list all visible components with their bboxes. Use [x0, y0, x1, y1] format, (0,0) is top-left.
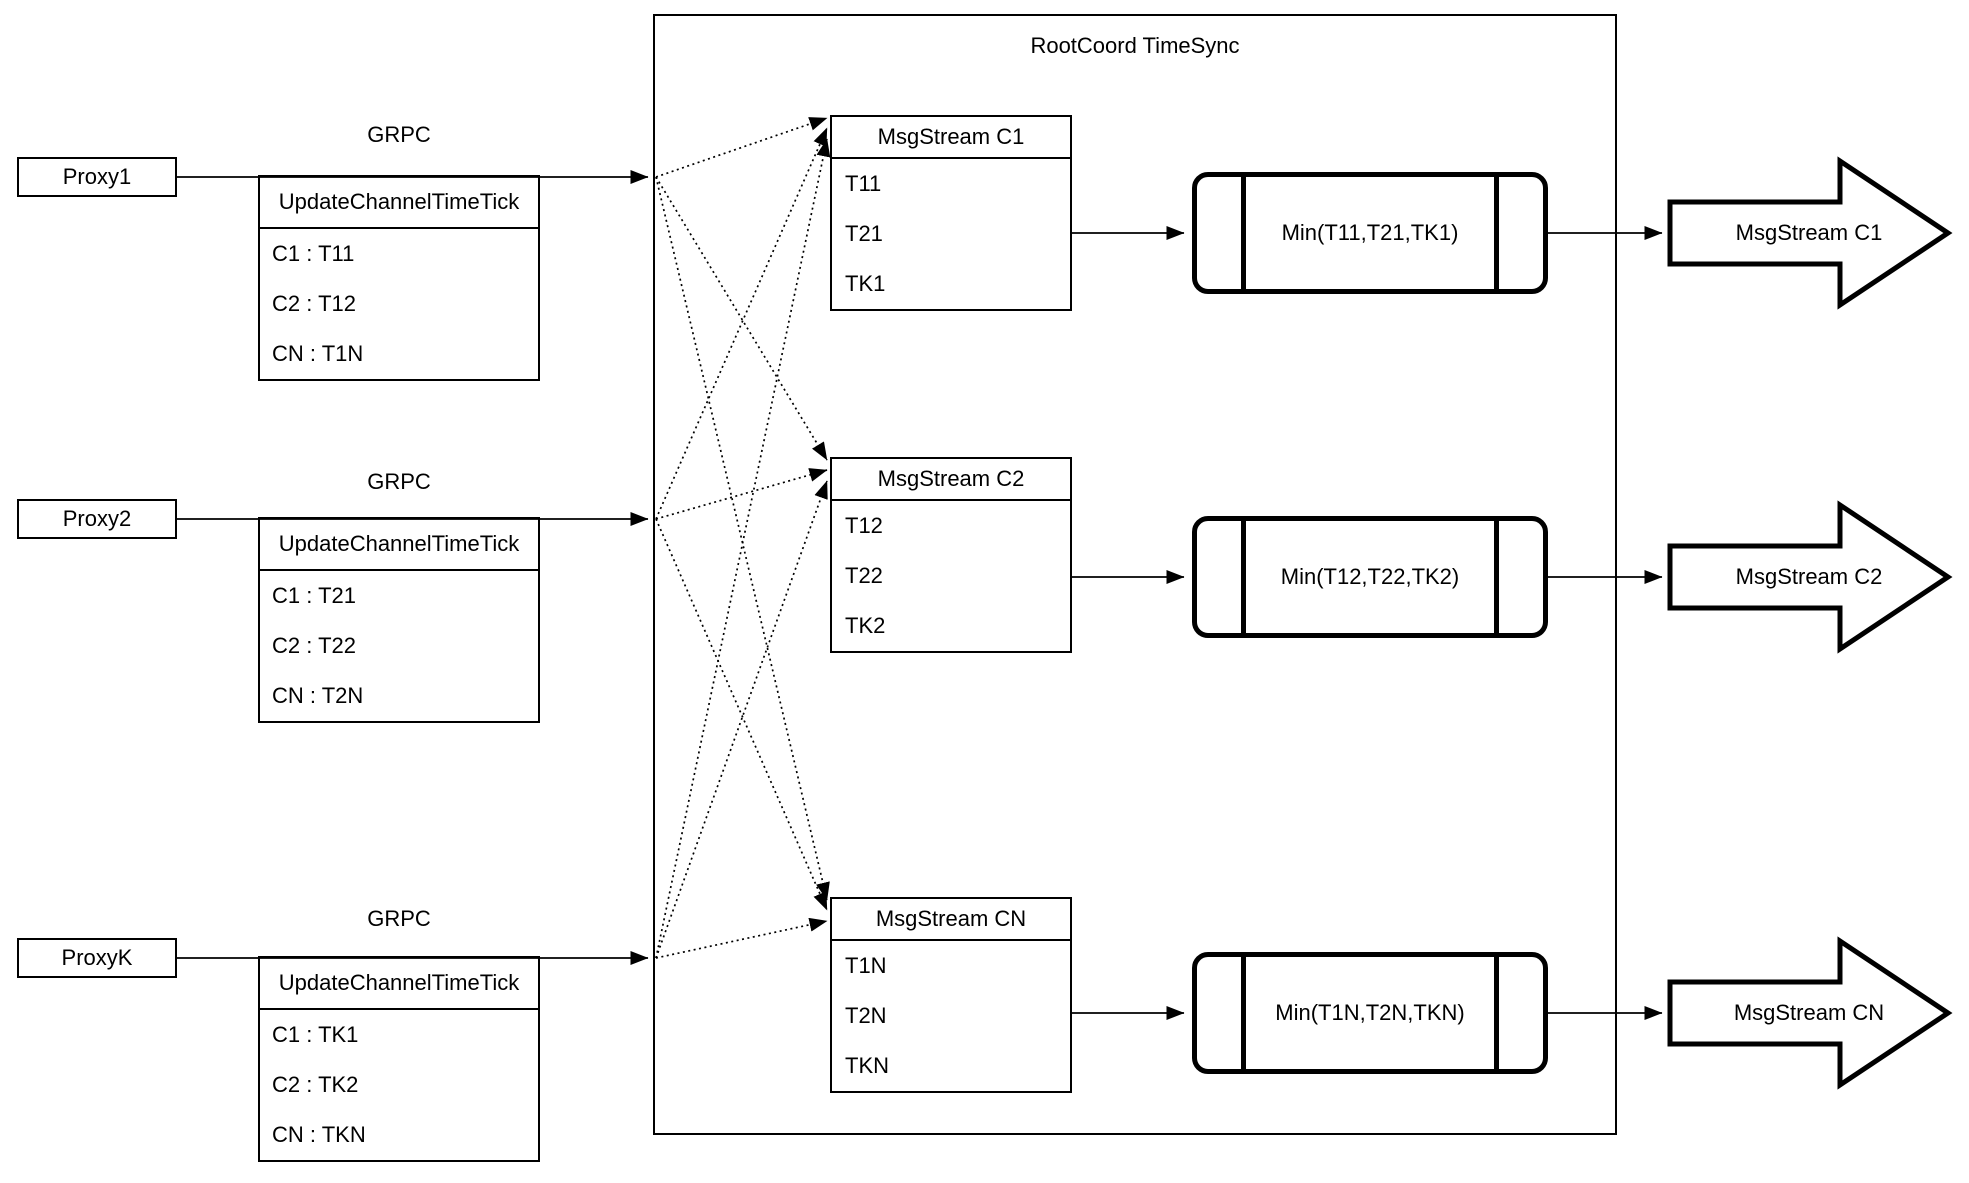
min-divider-left [1241, 957, 1246, 1069]
msgstream-table-c1: MsgStream C1 T11 T21 TK1 [830, 115, 1072, 311]
msgstream-row: T21 [845, 221, 883, 246]
msgstream-header-cn: MsgStream CN [832, 899, 1070, 941]
timetick-row: C1 : T21 [272, 583, 356, 608]
min-divider-left [1241, 177, 1246, 289]
output-stream-label-c2: MsgStream C2 [1735, 564, 1883, 589]
msgstream-header-c1: MsgStream C1 [832, 117, 1070, 159]
msgstream-row: T12 [845, 513, 883, 538]
min-divider-right [1494, 177, 1499, 289]
msgstream-row: T22 [845, 563, 883, 588]
timetick-table-2: UpdateChannelTimeTick C1 : T21 C2 : T22 … [258, 517, 540, 723]
timetick-header-2: UpdateChannelTimeTick [260, 519, 538, 571]
min-process-box-c1: Min(T11,T21,TK1) [1192, 172, 1548, 294]
timetick-row: C1 : T11 [272, 241, 355, 266]
timetick-header-3: UpdateChannelTimeTick [260, 958, 538, 1010]
timetick-row: C2 : TK2 [272, 1072, 359, 1097]
msgstream-header-c2: MsgStream C2 [832, 459, 1070, 501]
timetick-row: C1 : TK1 [272, 1022, 359, 1047]
output-stream-label-c1: MsgStream C1 [1735, 220, 1883, 245]
min-divider-right [1494, 957, 1499, 1069]
msgstream-row: TK1 [845, 271, 886, 296]
msgstream-row: T11 [845, 171, 882, 196]
rootcoord-title: RootCoord TimeSync [1030, 33, 1240, 58]
grpc-label-2: GRPC [367, 469, 431, 494]
msgstream-table-c2: MsgStream C2 T12 T22 TK2 [830, 457, 1072, 653]
grpc-label-3: GRPC [367, 906, 431, 931]
min-process-box-c2: Min(T12,T22,TK2) [1192, 516, 1548, 638]
timetick-table-3: UpdateChannelTimeTick C1 : TK1 C2 : TK2 … [258, 956, 540, 1162]
timetick-row: CN : T2N [272, 683, 364, 708]
proxy2-box: Proxy2 [17, 499, 177, 539]
min-label-c2: Min(T12,T22,TK2) [1280, 564, 1460, 589]
timetick-row: CN : TKN [272, 1122, 366, 1147]
msgstream-row: T1N [845, 953, 887, 978]
timetick-row: CN : T1N [272, 341, 364, 366]
msgstream-row: TKN [845, 1053, 889, 1078]
proxyk-box: ProxyK [17, 938, 177, 978]
timetick-row: C2 : T22 [272, 633, 356, 658]
msgstream-table-cn: MsgStream CN T1N T2N TKN [830, 897, 1072, 1093]
min-process-box-cn: Min(T1N,T2N,TKN) [1192, 952, 1548, 1074]
min-divider-left [1241, 521, 1246, 633]
msgstream-row: TK2 [845, 613, 886, 638]
timetick-table-1: UpdateChannelTimeTick C1 : T11 C2 : T12 … [258, 175, 540, 381]
min-label-c1: Min(T11,T21,TK1) [1281, 220, 1459, 245]
output-stream-label-cn: MsgStream CN [1733, 1000, 1885, 1025]
timetick-header-1: UpdateChannelTimeTick [260, 177, 538, 229]
min-divider-right [1494, 521, 1499, 633]
msgstream-row: T2N [845, 1003, 887, 1028]
min-label-cn: Min(T1N,T2N,TKN) [1275, 1000, 1465, 1025]
grpc-label-1: GRPC [367, 122, 431, 147]
timetick-row: C2 : T12 [272, 291, 356, 316]
proxy1-box: Proxy1 [17, 157, 177, 197]
